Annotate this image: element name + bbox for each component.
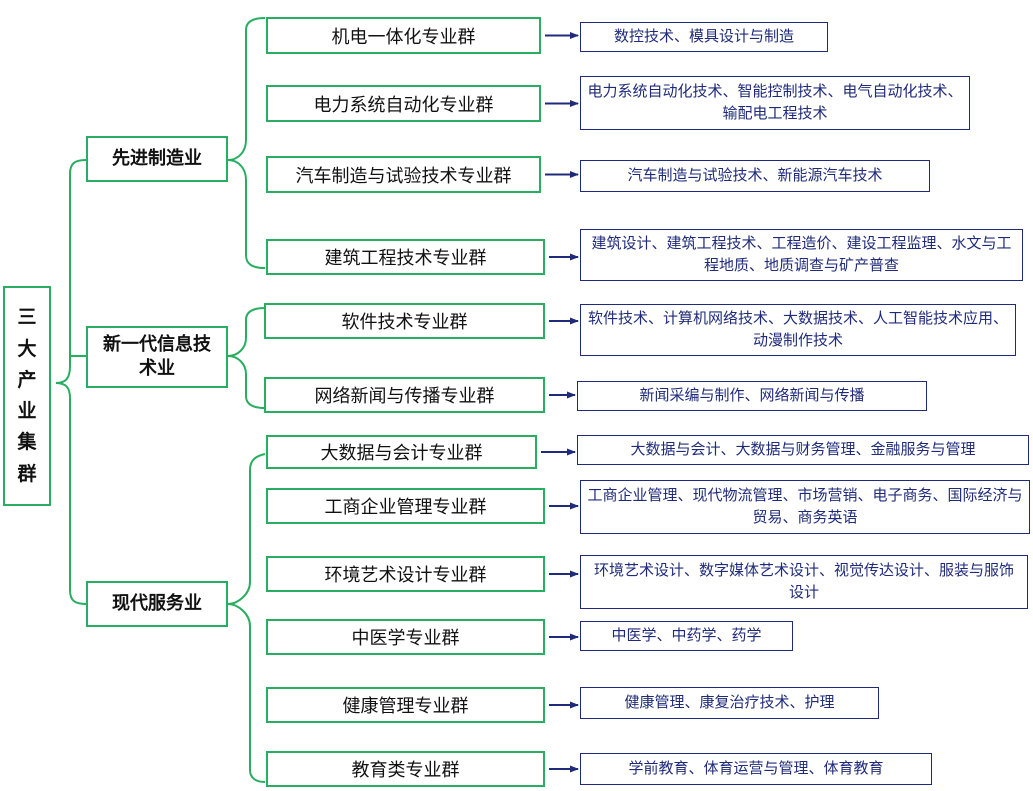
majors-box: 学前教育、体育运营与管理、体育教育	[580, 753, 932, 785]
category-bracket	[227, 159, 266, 269]
cluster-box: 大数据与会计专业群	[266, 435, 537, 469]
cluster-box: 教育类专业群	[266, 751, 545, 787]
category-bracket	[227, 355, 266, 409]
cluster-box: 中医学专业群	[266, 619, 545, 655]
majors-box: 环境艺术设计、数字媒体艺术设计、视觉传达设计、服装与服饰设计	[580, 555, 1028, 609]
majors-box: 工商企业管理、现代物流管理、市场营销、电子商务、国际经济与贸易、商务英语	[580, 480, 1030, 534]
category-bracket	[227, 453, 266, 605]
category-modern-services: 现代服务业	[86, 581, 228, 627]
majors-box: 电力系统自动化技术、智能控制技术、电气自动化技术、输配电工程技术	[580, 76, 970, 130]
majors-box: 大数据与会计、大数据与财务管理、金融服务与管理	[577, 435, 1029, 465]
category-bracket	[227, 17, 266, 161]
root-bracket	[55, 382, 87, 605]
majors-box: 建筑设计、建筑工程技术、工程造价、建设工程监理、水文与工程地质、地质调查与矿产普…	[580, 229, 1023, 281]
majors-box: 中医学、中药学、药学	[580, 621, 793, 651]
root-bracket	[55, 159, 87, 384]
root-title-char: 大	[17, 337, 37, 360]
root-title-box: 三 大 产 业 集 群	[3, 286, 51, 506]
cluster-box: 网络新闻与传播专业群	[264, 377, 545, 413]
majors-box: 新闻采编与制作、网络新闻与传播	[577, 381, 927, 411]
cluster-box: 建筑工程技术专业群	[266, 239, 545, 275]
root-title-char: 产	[17, 368, 37, 391]
majors-box: 健康管理、康复治疗技术、护理	[580, 687, 879, 719]
root-title-char: 三	[17, 306, 37, 329]
majors-box: 汽车制造与试验技术、新能源汽车技术	[580, 160, 930, 192]
majors-box: 软件技术、计算机网络技术、大数据技术、人工智能技术应用、动漫制作技术	[580, 304, 1016, 356]
cluster-box: 机电一体化专业群	[266, 17, 541, 54]
category-bracket	[227, 603, 266, 783]
cluster-box: 健康管理专业群	[266, 687, 545, 723]
cluster-box: 软件技术专业群	[264, 303, 545, 339]
majors-box: 数控技术、模具设计与制造	[580, 22, 828, 52]
root-title-char: 业	[17, 400, 37, 423]
root-title-char: 群	[17, 462, 37, 485]
category-bracket	[227, 307, 266, 357]
category-next-gen-it: 新一代信息技术业	[86, 326, 228, 388]
cluster-box: 环境艺术设计专业群	[266, 556, 545, 592]
cluster-box: 工商企业管理专业群	[266, 488, 545, 524]
category-advanced-manufacturing: 先进制造业	[86, 136, 228, 182]
cluster-box: 电力系统自动化专业群	[266, 85, 541, 122]
root-title-char: 集	[17, 431, 37, 454]
cluster-box: 汽车制造与试验技术专业群	[266, 156, 541, 193]
